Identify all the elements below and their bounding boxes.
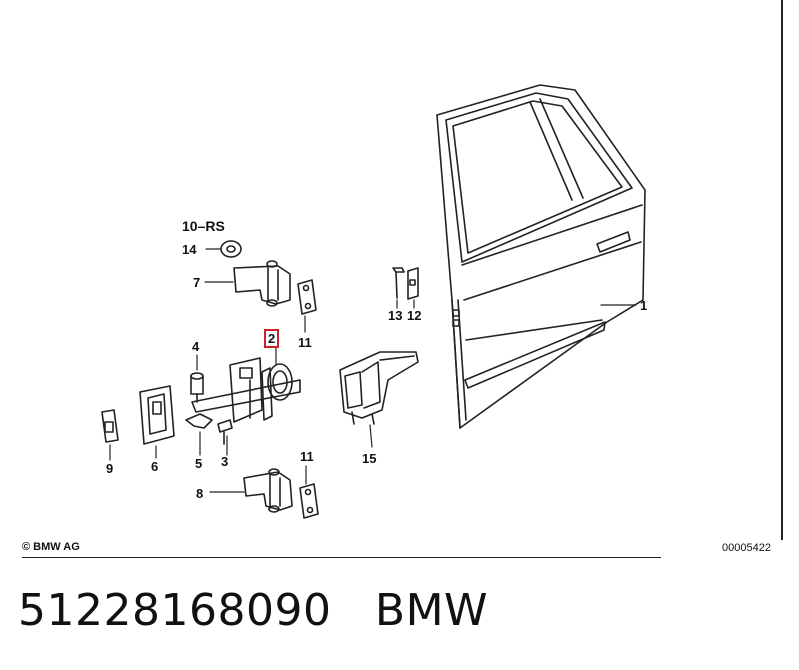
lower-hinge-8 xyxy=(243,468,293,513)
callout-1: 1 xyxy=(640,298,648,313)
callout-6: 6 xyxy=(151,459,159,474)
callout-11-upper: 11 xyxy=(298,335,312,350)
door-check-strap-2 xyxy=(191,357,301,423)
callout-9: 9 xyxy=(106,461,114,476)
spring-clip-13 xyxy=(392,267,405,299)
callout-8: 8 xyxy=(196,486,204,501)
nut-14 xyxy=(220,240,242,258)
bolt-4 xyxy=(190,372,204,403)
callout-10-rs: 10–RS xyxy=(182,218,225,234)
callout-11-lower: 11 xyxy=(300,449,314,464)
copyright: © BMW AG xyxy=(22,541,80,553)
callout-3: 3 xyxy=(221,454,229,469)
bolt-3 xyxy=(217,419,233,445)
hinge-plate-11-upper xyxy=(297,279,317,315)
frame-edge xyxy=(781,0,783,540)
callout-13: 13 xyxy=(388,308,403,323)
divider xyxy=(22,557,661,558)
callout-4: 4 xyxy=(192,339,200,354)
callout-14: 14 xyxy=(182,242,197,257)
rear-door xyxy=(436,84,646,429)
callout-5: 5 xyxy=(195,456,203,471)
callout-2: 2 xyxy=(264,329,280,348)
part-number-line: 51228168090 BMW xyxy=(18,585,488,636)
buffer-9 xyxy=(101,409,119,443)
callout-15: 15 xyxy=(362,451,377,466)
callout-2-highlight: 2 xyxy=(264,329,280,348)
callout-7: 7 xyxy=(193,275,201,290)
hinge-plate-11-lower xyxy=(299,483,319,519)
clip-5 xyxy=(185,413,213,429)
part-number: 51228168090 xyxy=(18,585,332,636)
callout-12: 12 xyxy=(407,308,422,323)
bracket-6 xyxy=(139,385,175,445)
brand-name: BMW xyxy=(374,585,489,636)
upper-hinge-7 xyxy=(233,260,291,307)
small-bracket-12 xyxy=(407,267,419,300)
door-check-housing xyxy=(339,351,419,425)
parts-diagram xyxy=(101,84,646,519)
image-number: 00005422 xyxy=(722,542,771,554)
